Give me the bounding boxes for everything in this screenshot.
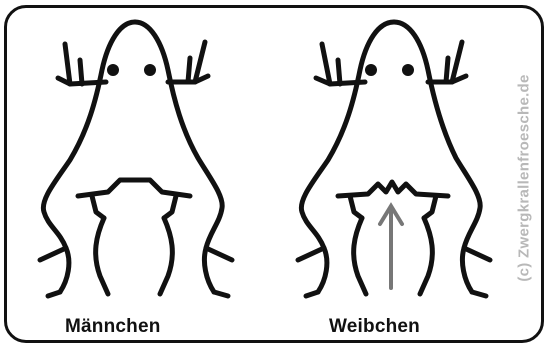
copyright-watermark: (c) Zwergkrallenfroesche.de [516,74,533,281]
male-frog-silhouette [40,22,232,296]
female-frog-silhouette [298,22,490,296]
eye-icon [402,64,414,76]
eye-icon [107,64,119,76]
male-label: Männchen [65,316,161,338]
arrow-up-icon [380,206,402,288]
eye-icon [365,64,377,76]
female-label: Weibchen [329,316,420,338]
eye-icon [144,64,156,76]
